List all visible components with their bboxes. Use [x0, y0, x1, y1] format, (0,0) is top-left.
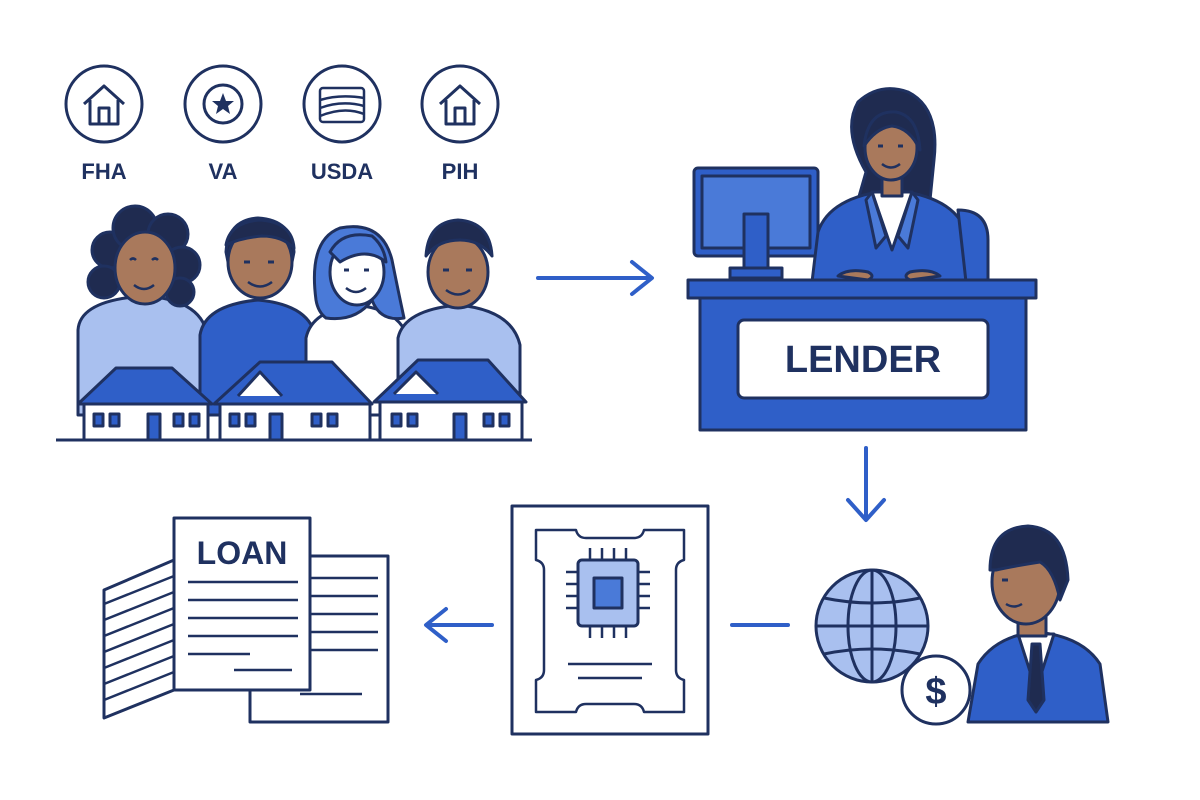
house-icon — [438, 84, 482, 126]
star-icon — [202, 83, 244, 125]
globe-icon — [814, 568, 930, 684]
program-va: VA — [183, 64, 263, 184]
lender-desk — [686, 278, 1038, 432]
program-label: VA — [209, 159, 238, 184]
loan-label: LOAN — [197, 535, 288, 571]
investor-person — [966, 524, 1110, 724]
house — [76, 366, 214, 442]
dollar-sign: $ — [925, 671, 946, 713]
investor — [814, 524, 1110, 726]
program-label: PIH — [442, 159, 479, 184]
lender-station — [686, 87, 1038, 432]
arrow-left-icon — [424, 607, 494, 643]
monitor-icon — [692, 166, 820, 280]
lender-label: LENDER — [785, 339, 941, 381]
loan-documents — [102, 516, 390, 724]
house — [372, 358, 528, 442]
house-icon — [82, 84, 126, 126]
lender-person — [810, 87, 974, 284]
chip-icon — [566, 548, 650, 638]
program-label: FHA — [81, 159, 126, 184]
program-fha: FHA — [64, 64, 144, 184]
program-label: USDA — [311, 159, 373, 184]
program-usda: USDA — [302, 64, 382, 184]
arrow-down-icon — [846, 446, 886, 522]
houses-row — [56, 358, 532, 442]
arrow-right-icon — [536, 260, 654, 296]
program-pih: PIH — [420, 64, 500, 184]
farm-field-icon — [318, 86, 366, 124]
security-certificate — [510, 504, 710, 736]
house — [212, 360, 374, 442]
dollar-coin-icon — [900, 654, 972, 726]
